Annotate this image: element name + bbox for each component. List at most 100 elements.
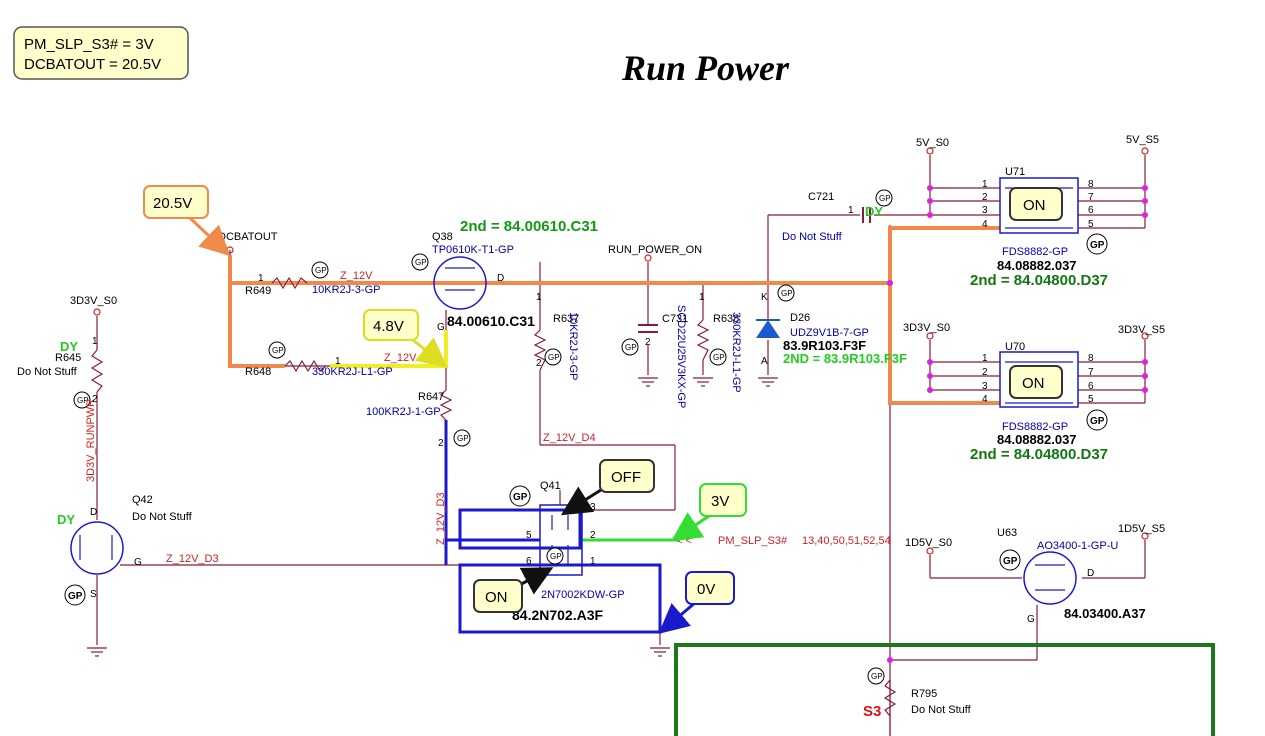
callout-on-u71: ON bbox=[1009, 187, 1063, 221]
u63-pn: 84.03400.A37 bbox=[1064, 606, 1146, 621]
u70-ref: U70 bbox=[1005, 341, 1025, 353]
q38-part: TP0610K-T1-GP bbox=[432, 244, 514, 256]
q41-ref: Q41 bbox=[540, 480, 561, 492]
pin-label: 5 bbox=[526, 530, 532, 541]
r645-note: Do Not Stuff bbox=[17, 366, 78, 378]
net-3d3v-s5: 3D3V_S5 bbox=[1118, 324, 1165, 336]
u70-second-source: 2nd = 84.04800.D37 bbox=[970, 446, 1108, 463]
gp-badge: GP bbox=[513, 492, 528, 503]
page-title: Run Power bbox=[621, 48, 790, 88]
r638-part: 330KR2J-L1-GP bbox=[730, 312, 742, 393]
c731-part: SCD22U25V3KX-GP bbox=[675, 305, 687, 408]
u63-part: AO3400-1-GP-U bbox=[1037, 540, 1118, 552]
resistor-symbols bbox=[90, 276, 897, 717]
r648-ref: R648 bbox=[245, 366, 271, 378]
r647-part: 100KR2J-1-GP bbox=[366, 406, 441, 418]
r647-ref: R647 bbox=[418, 391, 444, 403]
u71-second-source: 2nd = 84.04800.D37 bbox=[970, 272, 1108, 289]
c721-ref: C721 bbox=[808, 191, 834, 203]
q38-ref: Q38 bbox=[432, 231, 453, 243]
r795-ref: R795 bbox=[911, 688, 937, 700]
q38-second-source: 2nd = 84.00610.C31 bbox=[460, 218, 598, 235]
pin-label: 2 bbox=[92, 394, 98, 405]
pin-label: 7 bbox=[1088, 192, 1094, 203]
pin-label: 8 bbox=[1088, 179, 1094, 190]
transistor-bodies bbox=[70, 177, 1079, 605]
u70-part: FDS8882-GP bbox=[1002, 421, 1068, 433]
pin-label: 1 bbox=[982, 353, 988, 364]
pin-label: K bbox=[761, 292, 768, 303]
net-z12v-a: Z_12V bbox=[340, 270, 373, 282]
pin-label: 1 bbox=[258, 273, 264, 284]
pin-label: D bbox=[1087, 568, 1094, 579]
pin-label: 5 bbox=[1088, 394, 1094, 405]
gp-badge: GP bbox=[548, 353, 560, 362]
net-1d5v-s0: 1D5V_S0 bbox=[905, 537, 952, 549]
net-5v-s0: 5V_S0 bbox=[916, 137, 949, 149]
callout-on-q41-text: ON bbox=[485, 589, 508, 606]
pin-label: 3 bbox=[982, 381, 988, 392]
callout-off: OFF bbox=[599, 459, 655, 493]
u70-pn: 84.08882.037 bbox=[997, 432, 1077, 447]
callout-4-8v-text: 4.8V bbox=[373, 318, 404, 335]
pin-label: G bbox=[437, 322, 445, 333]
callout-on-u71-text: ON bbox=[1023, 197, 1046, 214]
gp-badge: GP bbox=[871, 672, 883, 681]
r638-ref: R638 bbox=[713, 313, 739, 325]
pin-label: 3 bbox=[982, 205, 988, 216]
transistor-internals bbox=[79, 187, 1073, 591]
net-3d3v-runpwr: 3D3V_RUNPWR bbox=[85, 399, 97, 482]
pin-label: 1 bbox=[699, 292, 705, 303]
net-z12v-b: Z_12V bbox=[384, 352, 417, 364]
net-run-power-on: RUN_POWER_ON bbox=[608, 244, 702, 256]
pin-label: 4 bbox=[982, 394, 988, 405]
q42-ref: Q42 bbox=[132, 494, 153, 506]
gp-badge: GP bbox=[781, 289, 793, 298]
c731-ref: C731 bbox=[662, 313, 688, 325]
d26-ref: D26 bbox=[790, 312, 810, 324]
pin-label: 1 bbox=[982, 179, 988, 190]
q38-pn: 84.00610.C31 bbox=[447, 313, 535, 329]
gp-badge: GP bbox=[1090, 240, 1105, 251]
pin-label: G bbox=[1027, 614, 1035, 625]
pin-label: 2 bbox=[438, 438, 444, 449]
u63-ref: U63 bbox=[997, 527, 1017, 539]
q41-part: 2N7002KDW-GP bbox=[541, 589, 625, 601]
net-z12v-d4: Z_12V_D4 bbox=[543, 432, 596, 444]
pin-label: 5 bbox=[1088, 219, 1094, 230]
pin-label: 8 bbox=[1088, 353, 1094, 364]
q42-note: Do Not Stuff bbox=[132, 511, 193, 523]
pin-label: 2 bbox=[982, 367, 988, 378]
net-3d3v-s0-right: 3D3V_S0 bbox=[903, 322, 950, 334]
pin-label: 1 bbox=[92, 336, 98, 347]
pin-label: 2 bbox=[645, 337, 651, 348]
net-pm-slp: PM_SLP_S3# bbox=[718, 535, 788, 547]
d26-second-source: 2ND = 83.9R103.F3F bbox=[783, 351, 907, 366]
diode-d26 bbox=[756, 319, 780, 338]
net-dcbatout: DCBATOUT bbox=[218, 231, 278, 243]
pin-label: 1 bbox=[848, 205, 854, 216]
q42-dy: DY bbox=[57, 512, 75, 527]
gp-badge: GP bbox=[550, 552, 562, 561]
gp-badge: GP bbox=[272, 346, 284, 355]
gp-badge: GP bbox=[625, 343, 637, 352]
gp-badge: GP bbox=[1090, 416, 1105, 427]
status-line-dcbatout: DCBATOUT = 20.5V bbox=[24, 56, 161, 73]
r649-ref: R649 bbox=[245, 285, 271, 297]
gp-badges: GP GP GP GP GP GP GP GP GP GP GP GP GP G… bbox=[64, 189, 1108, 685]
pin-dots bbox=[887, 185, 1148, 663]
callout-20-5v-text: 20.5V bbox=[153, 195, 192, 212]
callout-20-5v: 20.5V bbox=[143, 185, 209, 219]
status-box: PM_SLP_S3# = 3V DCBATOUT = 20.5V bbox=[13, 26, 189, 80]
net-z12v-d3-v: Z_12V_D3 bbox=[435, 492, 447, 545]
pin-label: D bbox=[90, 507, 97, 518]
callout-3v-text: 3V bbox=[711, 493, 729, 510]
pin-label: 2 bbox=[590, 530, 596, 541]
pin-label: 3 bbox=[590, 502, 596, 513]
status-line-pm-slp: PM_SLP_S3# = 3V bbox=[24, 36, 154, 53]
gp-badge: GP bbox=[879, 194, 891, 203]
net-z12v-d3-h: Z_12V_D3 bbox=[166, 553, 219, 565]
callout-on-u70-text: ON bbox=[1022, 375, 1045, 392]
pin-label: 1 bbox=[335, 356, 341, 367]
net-flags bbox=[93, 147, 1149, 555]
